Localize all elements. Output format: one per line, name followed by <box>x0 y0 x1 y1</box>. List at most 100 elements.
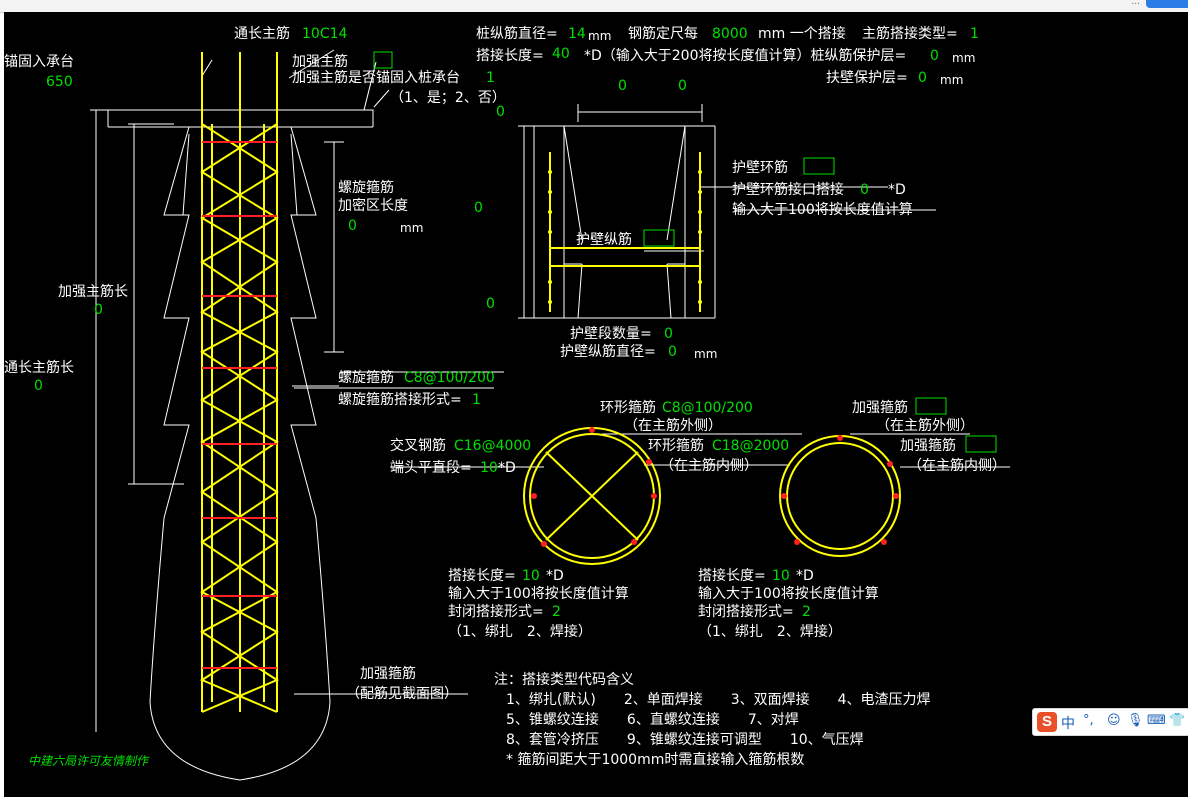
spiral-label: 螺旋箍筋 <box>338 180 394 196</box>
lap-len-note: *D（输入大于200将按长度值计算）桩纵筋保护层= <box>584 48 907 64</box>
long-dia-value[interactable]: 0 <box>668 344 677 360</box>
dense-zone-value[interactable]: 0 <box>348 218 357 234</box>
notes-line-3: 8、套管冷挤压 9、锥螺纹连接可调型 10、气压焊 <box>506 732 864 748</box>
ring-lap-value[interactable]: 0 <box>860 182 869 198</box>
strengthen-length-value[interactable]: 0 <box>94 302 103 318</box>
ring-outer-note: （在主筋外侧） <box>624 418 722 434</box>
wall-cover-unit: mm <box>940 73 964 87</box>
left-lap-unit: *D <box>546 568 564 584</box>
anchor-label: 锚固入承台 <box>4 54 74 70</box>
ring-rebar-label: 护壁环筋 <box>732 160 788 176</box>
right-lap-label: 搭接长度= <box>698 568 766 584</box>
left-lap-value[interactable]: 10 <box>522 568 540 584</box>
lap-type-value[interactable]: 1 <box>970 26 979 42</box>
strengthen-anchor-value[interactable]: 1 <box>486 70 495 86</box>
wall-mid-dim[interactable]: 0 <box>474 200 483 216</box>
cover-value[interactable]: 0 <box>930 48 939 64</box>
notes-line-2: 5、锥螺纹连接 6、直螺纹连接 7、对焊 <box>506 712 799 728</box>
left-lap-label: 搭接长度= <box>448 568 516 584</box>
end-straight-value[interactable]: 10 <box>480 460 498 476</box>
left-close-label: 封闭搭接形式= <box>448 604 544 620</box>
emoji-icon[interactable]: ☺ <box>1107 713 1121 728</box>
ime-lang-toggle[interactable]: 中 <box>1061 716 1075 732</box>
through-rebar-label: 通长主筋 <box>234 26 290 42</box>
lap-type-label: 主筋搭接类型= <box>862 26 958 42</box>
seg-count-label: 护壁段数量= <box>570 326 652 342</box>
dense-zone-label: 加密区长度 <box>338 198 408 214</box>
corner-button[interactable] <box>1146 0 1188 8</box>
wall-cover-label: 扶壁保护层= <box>826 70 908 86</box>
keyboard-icon[interactable]: ⌨ <box>1147 713 1166 728</box>
right-stirrup-label: 加强箍筋 <box>852 400 908 416</box>
ring-lap-unit: *D <box>888 182 906 198</box>
ring-inner-label: 环形箍筋 <box>648 438 704 454</box>
right-close-hint: （1、绑扎 2、焊接） <box>698 624 842 640</box>
dia-unit: mm <box>588 29 612 43</box>
right-inner-note: （在主筋内侧） <box>908 458 1006 474</box>
drawing-lines <box>90 49 1010 781</box>
spiral-lap-label: 螺旋箍筋搭接形式= <box>338 392 462 408</box>
ring-inner-note: （在主筋内侧） <box>660 458 758 474</box>
right-inner-label: 加强箍筋 <box>900 438 956 454</box>
ring-stirrup-label: 环形箍筋 <box>600 400 656 416</box>
long-dia-unit: mm <box>694 347 718 361</box>
anchor-value[interactable]: 650 <box>46 74 73 90</box>
ring-lap-hint: 输入大于100将按长度值计算 <box>732 202 913 218</box>
dia-label: 桩纵筋直径= <box>476 26 558 42</box>
through-length-label: 通长主筋长 <box>4 360 74 376</box>
sogou-logo-icon[interactable]: S <box>1037 712 1057 732</box>
credit-text: 中建六局许可友情制作 <box>28 754 149 768</box>
stirrup-label: 加强箍筋 <box>360 666 416 682</box>
wall-top-dim-b[interactable]: 0 <box>678 78 687 94</box>
through-rebar-value[interactable]: 10C14 <box>302 26 348 42</box>
notes-title: 注：搭接类型代码含义 <box>494 672 634 688</box>
stirrup-note: （配筋见截面图） <box>346 686 458 702</box>
punct-icon[interactable]: °, <box>1083 713 1094 728</box>
right-lap-unit: *D <box>796 568 814 584</box>
shirt-icon[interactable]: 👕 <box>1169 713 1186 728</box>
left-close-hint: （1、绑扎 2、焊接） <box>448 624 592 640</box>
notes-line-1: 1、绑扎(默认) 2、单面焊接 3、双面焊接 4、电渣压力焊 <box>506 692 931 708</box>
fixed-label: 钢筋定尺每 <box>628 26 698 42</box>
right-outer-note: （在主筋外侧） <box>876 418 974 434</box>
fixed-value[interactable]: 8000 <box>712 26 748 42</box>
end-straight-label: 端头平直段= <box>390 460 472 476</box>
long-rebar-label: 护壁纵筋 <box>576 232 632 248</box>
ring-stirrup-value[interactable]: C8@100/200 <box>662 400 753 416</box>
right-lap-hint: 输入大于100将按长度值计算 <box>698 586 879 602</box>
wall-bottom-dim[interactable]: 0 <box>486 296 495 312</box>
seg-count-value[interactable]: 0 <box>664 326 673 342</box>
cross-rebar-value[interactable]: C16@4000 <box>454 438 532 454</box>
right-close-label: 封闭搭接形式= <box>698 604 794 620</box>
lap-len-label: 搭接长度= <box>476 48 544 64</box>
cross-rebar-label: 交叉钢筋 <box>390 438 446 454</box>
top-fragment: ... <box>1131 0 1140 7</box>
fixed-unit: mm 一个搭接 <box>758 26 846 42</box>
cover-unit: mm <box>952 51 976 65</box>
wall-left-dim[interactable]: 0 <box>496 104 505 120</box>
end-straight-unit: *D <box>498 460 516 476</box>
spiral-spec-value[interactable]: C8@100/200 <box>404 370 495 386</box>
strengthen-anchor-hint: （1、是；2、否） <box>390 90 506 106</box>
wall-top-dim-a[interactable]: 0 <box>618 78 627 94</box>
ring-lap-label: 护壁环筋接口搭接 <box>732 182 844 198</box>
notes-line-4: * 箍筋间距大于1000mm时需直接输入箍筋根数 <box>506 752 805 768</box>
ring-inner-value[interactable]: C18@2000 <box>712 438 790 454</box>
spiral-spec-label: 螺旋箍筋 <box>338 370 394 386</box>
dia-value[interactable]: 14 <box>568 26 586 42</box>
wall-cover-value[interactable]: 0 <box>918 70 927 86</box>
right-close-value[interactable]: 2 <box>802 604 811 620</box>
left-close-value[interactable]: 2 <box>552 604 561 620</box>
through-length-value[interactable]: 0 <box>34 378 43 394</box>
long-dia-label: 护壁纵筋直径= <box>560 344 656 360</box>
strengthen-length-label: 加强主筋长 <box>58 284 128 300</box>
cad-canvas: 锚固入承台 650 通长主筋 10C14 加强主筋 加强主筋是否锚固入桩承台 1… <box>4 12 1188 797</box>
right-lap-value[interactable]: 10 <box>772 568 790 584</box>
left-lap-hint: 输入大于100将按长度值计算 <box>448 586 629 602</box>
mic-icon[interactable]: 🎙 <box>1127 713 1144 728</box>
lap-len-value[interactable]: 40 <box>552 46 570 62</box>
ime-toolbar[interactable]: S 中 °, ☺ 🎙 ⌨ 👕 <box>1032 708 1188 736</box>
strengthen-anchor-label: 加强主筋是否锚固入桩承台 <box>292 70 460 86</box>
spiral-lap-value[interactable]: 1 <box>472 392 481 408</box>
strengthen-rebar-label: 加强主筋 <box>292 54 348 70</box>
